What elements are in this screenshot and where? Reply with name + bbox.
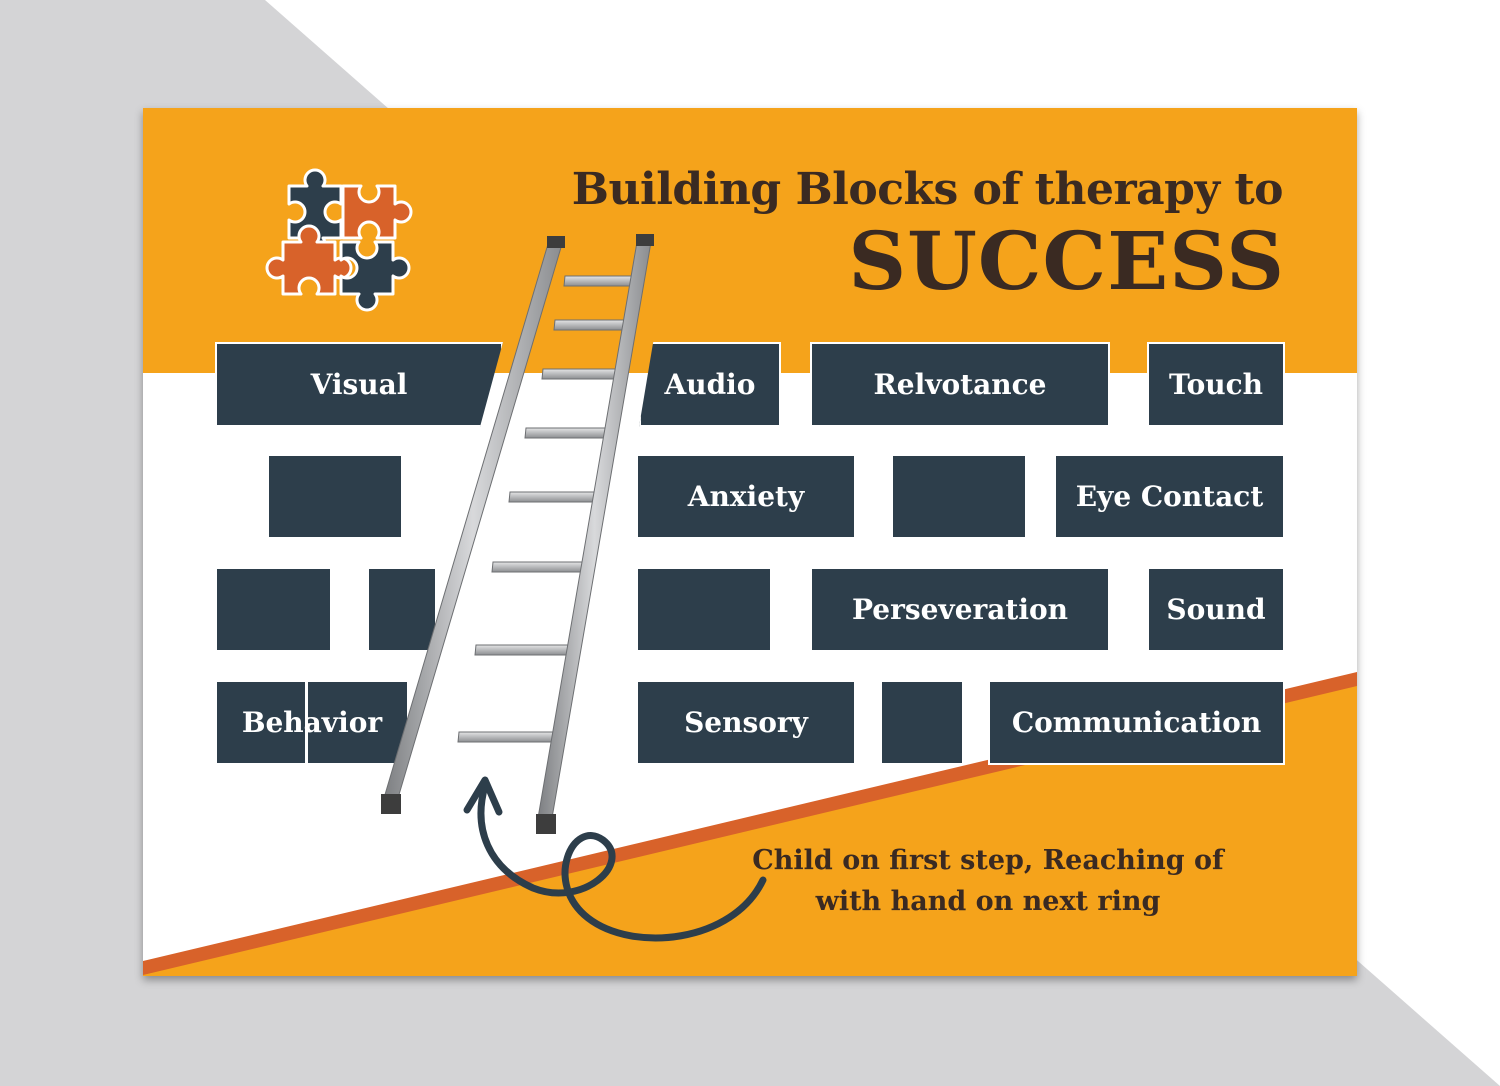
block-sensory: Sensory xyxy=(636,680,856,765)
block-relvotance: Relvotance xyxy=(810,342,1110,427)
block-communication: Communication xyxy=(988,680,1285,765)
poster-background xyxy=(143,108,1357,976)
child-note: Child on first step, Reaching of with ha… xyxy=(723,840,1253,922)
title-line-1: Building Blocks of therapy to xyxy=(571,164,1284,215)
block-empty xyxy=(215,567,332,652)
block-behavior: Behavior xyxy=(215,680,409,765)
block-empty xyxy=(891,454,1027,539)
block-touch: Touch xyxy=(1147,342,1285,427)
block-empty xyxy=(267,454,403,539)
block-perseveration: Perseveration xyxy=(810,567,1110,652)
curved-arrow-icon xyxy=(463,776,767,942)
child-note-line-1: Child on first step, Reaching of xyxy=(752,845,1224,876)
ladder-icon xyxy=(381,234,654,834)
child-note-line-2: with hand on next ring xyxy=(815,886,1161,917)
block-audio: Audio xyxy=(639,342,781,427)
block-anxiety: Anxiety xyxy=(636,454,856,539)
title-success: SUCCESS xyxy=(848,214,1285,308)
puzzle-icon xyxy=(265,168,413,312)
poster-card: Building Blocks of therapy to SUCCESS Vi… xyxy=(143,108,1357,976)
block-visual: Visual xyxy=(215,342,503,427)
block-empty xyxy=(636,567,772,652)
block-sound: Sound xyxy=(1147,567,1285,652)
block-empty xyxy=(367,567,437,652)
block-empty xyxy=(880,680,964,765)
block-eye-contact: Eye Contact xyxy=(1054,454,1285,539)
block-divider xyxy=(305,680,308,765)
